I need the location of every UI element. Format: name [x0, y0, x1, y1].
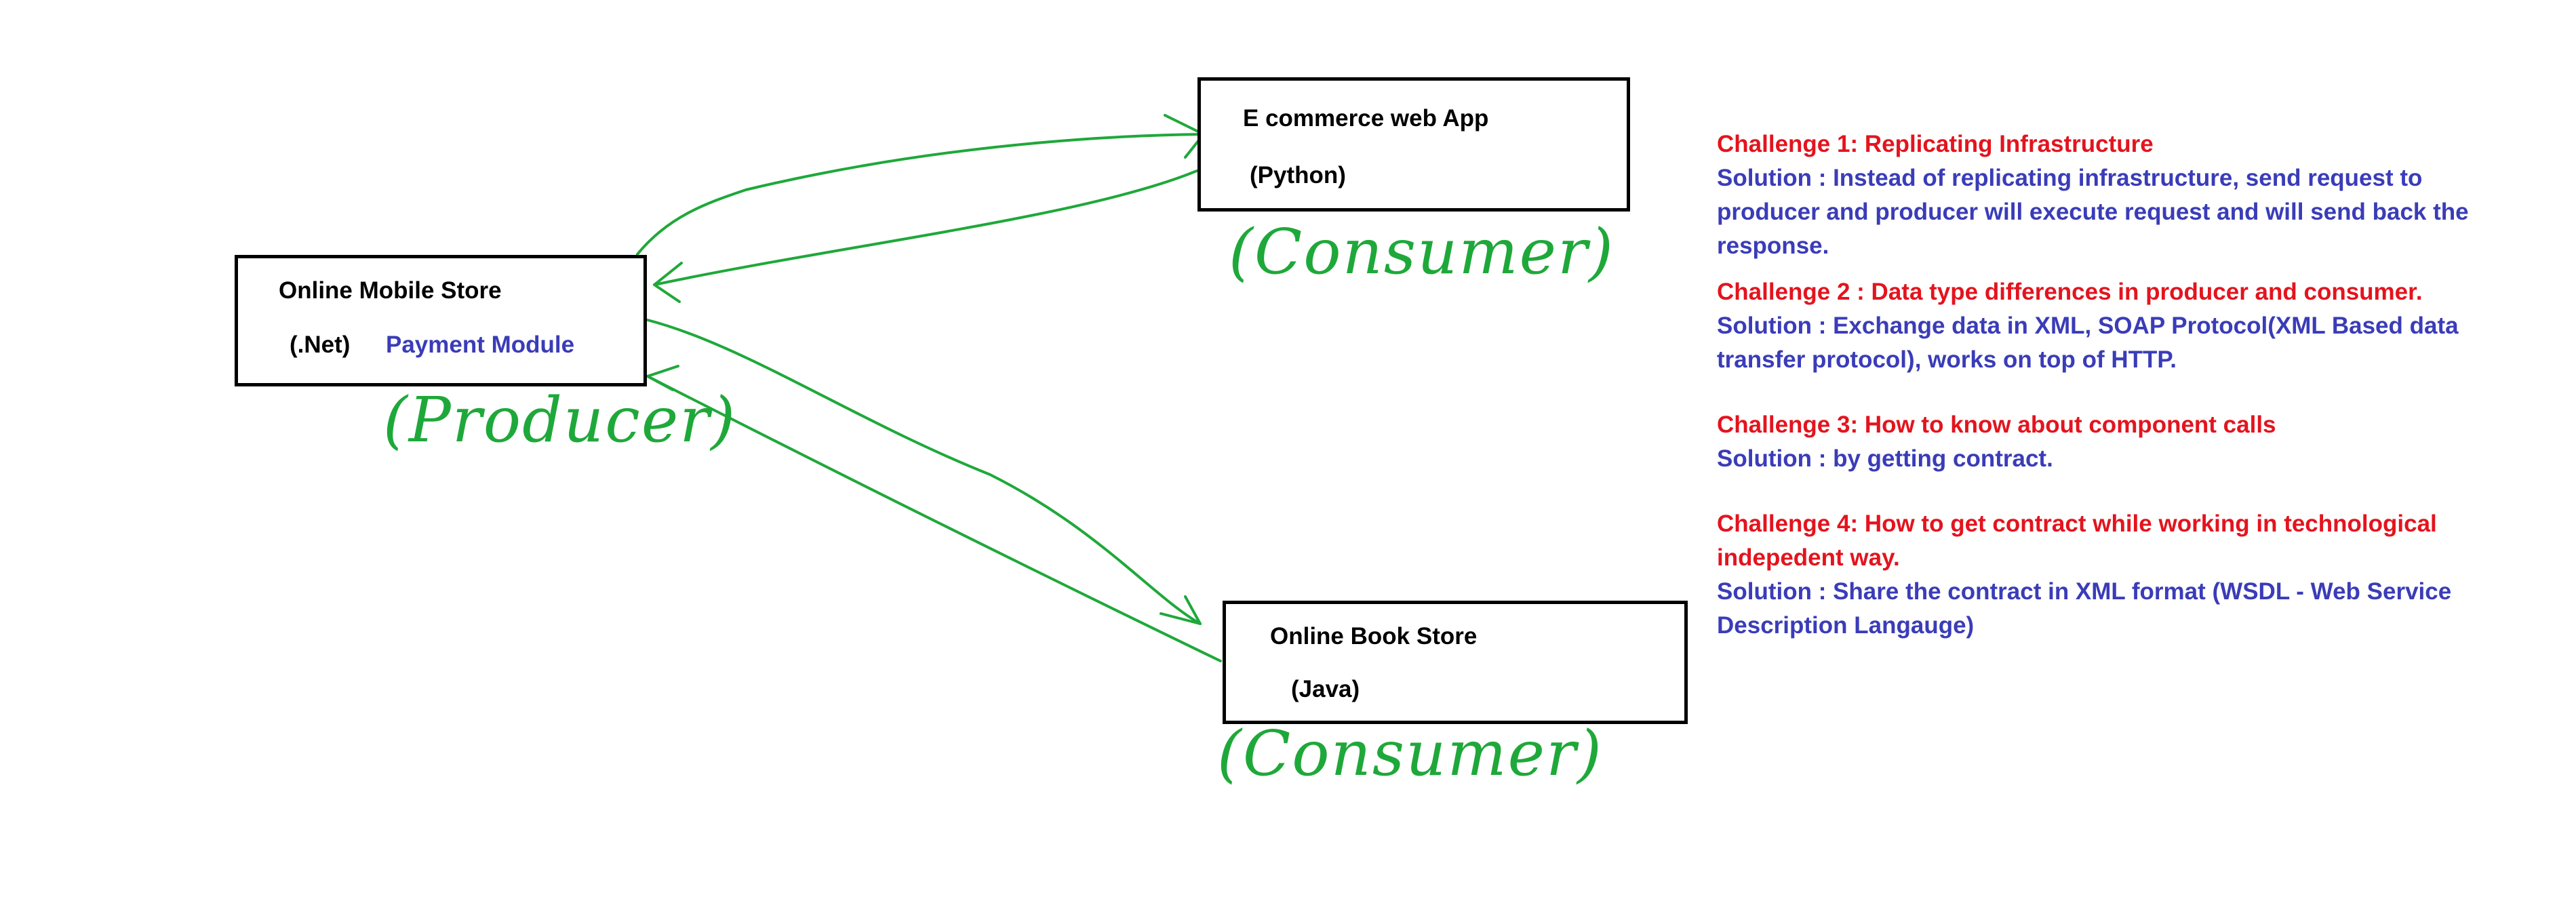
bookstore-box: Online Book Store (Java)	[1223, 601, 1688, 724]
arrowhead-producer-bottom	[646, 365, 679, 391]
consumer-annotation-bottom: (Consumer)	[1217, 717, 1603, 790]
note-group-3: Challenge 3: How to know about component…	[1717, 408, 2517, 476]
arrowhead-producer-top	[653, 262, 683, 303]
challenge-2: Challenge 2 : Data type differences in p…	[1717, 279, 2423, 305]
arrowhead-bookstore	[1160, 595, 1202, 625]
arrow-ecommerce-to-producer	[653, 169, 1198, 286]
bookstore-tech: (Java)	[1291, 676, 1360, 702]
ecommerce-box: E commerce web App (Python)	[1197, 77, 1630, 212]
producer-title: Online Mobile Store	[279, 277, 502, 304]
challenge-1: Challenge 1: Replicating Infrastructure	[1717, 131, 2154, 157]
ecommerce-tech: (Python)	[1250, 162, 1346, 188]
arrow-bookstore-to-producer	[646, 375, 1222, 662]
arrow-producer-to-bookstore	[646, 319, 1202, 625]
bookstore-title: Online Book Store	[1270, 623, 1478, 649]
note-group-1: Challenge 1: Replicating Infrastructure …	[1717, 127, 2517, 263]
solution-1: Solution : Instead of replicating infras…	[1717, 165, 2469, 259]
note-group-4: Challenge 4: How to get contract while w…	[1717, 507, 2517, 643]
producer-annotation: (Producer)	[383, 384, 737, 456]
consumer-annotation-top: (Consumer)	[1229, 216, 1614, 288]
solution-4: Solution : Share the contract in XML for…	[1717, 578, 2452, 639]
ecommerce-title: E commerce web App	[1243, 105, 1489, 132]
challenges-notes: Challenge 1: Replicating Infrastructure …	[1717, 127, 2517, 655]
solution-2: Solution : Exchange data in XML, SOAP Pr…	[1717, 313, 2459, 373]
challenge-3: Challenge 3: How to know about component…	[1717, 412, 2276, 438]
producer-tech: (.Net)	[290, 332, 351, 358]
challenge-4: Challenge 4: How to get contract while w…	[1717, 510, 2437, 571]
solution-3: Solution : by getting contract.	[1717, 445, 2053, 472]
payment-module-label: Payment Module	[386, 332, 575, 358]
arrow-producer-to-ecommerce	[636, 133, 1205, 256]
note-group-2: Challenge 2 : Data type differences in p…	[1717, 275, 2517, 377]
producer-box: Online Mobile Store (.Net) Payment Modul…	[235, 255, 647, 386]
